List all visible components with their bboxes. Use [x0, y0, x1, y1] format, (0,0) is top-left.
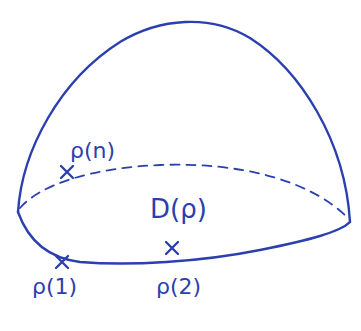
- point-label: ρ(n): [70, 140, 115, 162]
- point-label: ρ(1): [32, 276, 77, 298]
- point-mark: [166, 242, 178, 254]
- dome-outline: [18, 22, 350, 222]
- point-mark: [56, 256, 68, 268]
- point-label: D(ρ): [150, 196, 207, 222]
- point-mark: [61, 166, 73, 178]
- point-label: ρ(2): [156, 276, 201, 298]
